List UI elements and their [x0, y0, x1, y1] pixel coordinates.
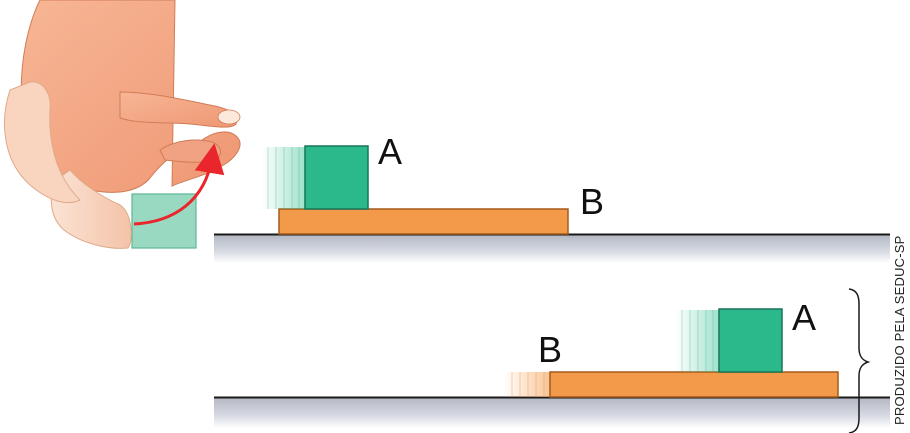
bottom-label-a: A — [792, 297, 816, 338]
bottom-board-trail — [504, 372, 552, 397]
top-scene: A B — [4, 0, 890, 263]
bottom-floor-shadow — [214, 398, 890, 428]
bottom-label-b: B — [538, 329, 562, 370]
right-brace-icon — [848, 288, 871, 433]
top-board-b — [278, 208, 569, 235]
bottom-board-b — [549, 371, 839, 398]
top-block-trail — [262, 147, 306, 209]
curved-arrow-icon — [133, 143, 225, 226]
bottom-block-a — [718, 308, 783, 373]
credit-text: PRODUZIDO PELA SEDUC-SP — [892, 235, 907, 425]
top-block-trail-lines — [267, 147, 300, 209]
top-block-a — [304, 145, 369, 210]
top-label-b: B — [580, 181, 604, 222]
top-floor-shadow — [214, 235, 890, 263]
hand-flicking-icon — [4, 0, 241, 249]
bottom-block-trail-lines — [681, 310, 714, 372]
bottom-scene: A B — [214, 297, 890, 428]
bottom-board-trail-lines — [511, 372, 545, 397]
bottom-block-trail — [676, 310, 720, 372]
top-label-a: A — [378, 131, 402, 172]
ghost-block-a — [131, 193, 197, 249]
